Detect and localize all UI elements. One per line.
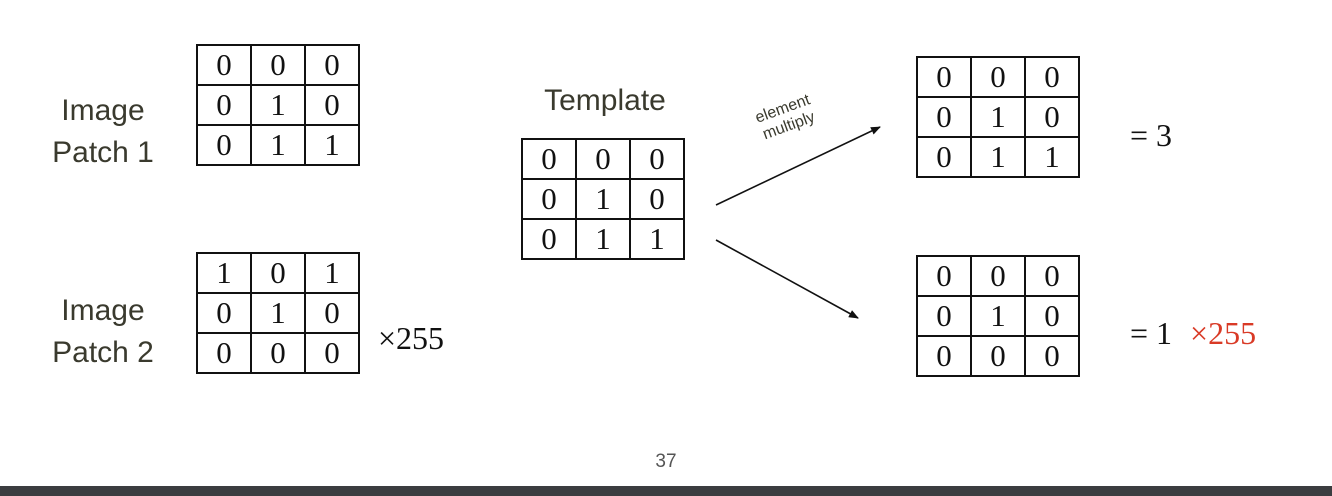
result2-cell: 0 [1024,295,1080,337]
patch2-cell: 1 [196,252,252,294]
patch2-cell: 0 [250,252,306,294]
patch2-cell: 1 [304,252,360,294]
result1-cell: 1 [970,136,1026,178]
template-cell: 1 [575,178,631,220]
template-label: Template [544,84,666,117]
result1-cell: 0 [916,96,972,138]
result2-cell: 0 [1024,335,1080,377]
image-patch-1-label: Image Patch 1 [28,90,178,174]
template-cell: 1 [629,218,685,260]
template-cell: 1 [575,218,631,260]
patch2-cell: 0 [196,332,252,374]
patch2-cell: 0 [304,332,360,374]
patch2-cell: 0 [196,292,252,334]
patch2-cell: 0 [304,292,360,334]
patch2-cell: 0 [250,332,306,374]
template-cell: 0 [521,138,577,180]
result1-cell: 0 [1024,96,1080,138]
result1-cell: 0 [970,56,1026,98]
patch1-cell: 1 [304,124,360,166]
result1-cell: 1 [1024,136,1080,178]
bottom-bar [0,486,1332,496]
result1-cell: 0 [916,56,972,98]
template-cell: 0 [575,138,631,180]
patch1-cell: 0 [304,44,360,86]
image-patch-2-label-line2: Patch 2 [52,336,154,369]
patch1-cell: 0 [196,44,252,86]
result1-cell: 0 [916,136,972,178]
result2-cell: 0 [916,335,972,377]
result-2-sum-value: = 1 [1130,315,1173,351]
patch1-cell: 0 [304,84,360,126]
patch1-cell: 0 [196,124,252,166]
arrow-to-result-2 [715,239,859,319]
result2-cell: 0 [1024,255,1080,297]
result2-cell: 0 [916,255,972,297]
result1-cell: 1 [970,96,1026,138]
result-1-sum: = 3 [1130,117,1173,153]
image-patch-2-label: Image Patch 2 [28,290,178,374]
template-cell: 0 [521,178,577,220]
template-cell: 0 [521,218,577,260]
result2-cell: 0 [916,295,972,337]
patch1-cell: 0 [196,84,252,126]
image-patch-1-label-line1: Image [61,94,145,127]
patch2-cell: 1 [250,292,306,334]
template-cell: 0 [629,138,685,180]
patch1-cell: 1 [250,124,306,166]
arrow-to-result-1 [715,126,881,206]
result2-cell: 0 [970,335,1026,377]
page-number: 37 [655,451,677,472]
result-2-sum: = 1 ×255 [1130,315,1256,352]
patch-2-scale-factor: ×255 [378,320,445,356]
result1-cell: 0 [1024,56,1080,98]
template-cell: 0 [629,178,685,220]
result2-cell: 0 [970,255,1026,297]
image-patch-2-label-line1: Image [61,294,145,327]
patch1-cell: 0 [250,44,306,86]
patch1-cell: 1 [250,84,306,126]
result-2-scale-factor: ×255 [1190,315,1257,351]
result2-cell: 1 [970,295,1026,337]
image-patch-1-label-line2: Patch 1 [52,136,154,169]
